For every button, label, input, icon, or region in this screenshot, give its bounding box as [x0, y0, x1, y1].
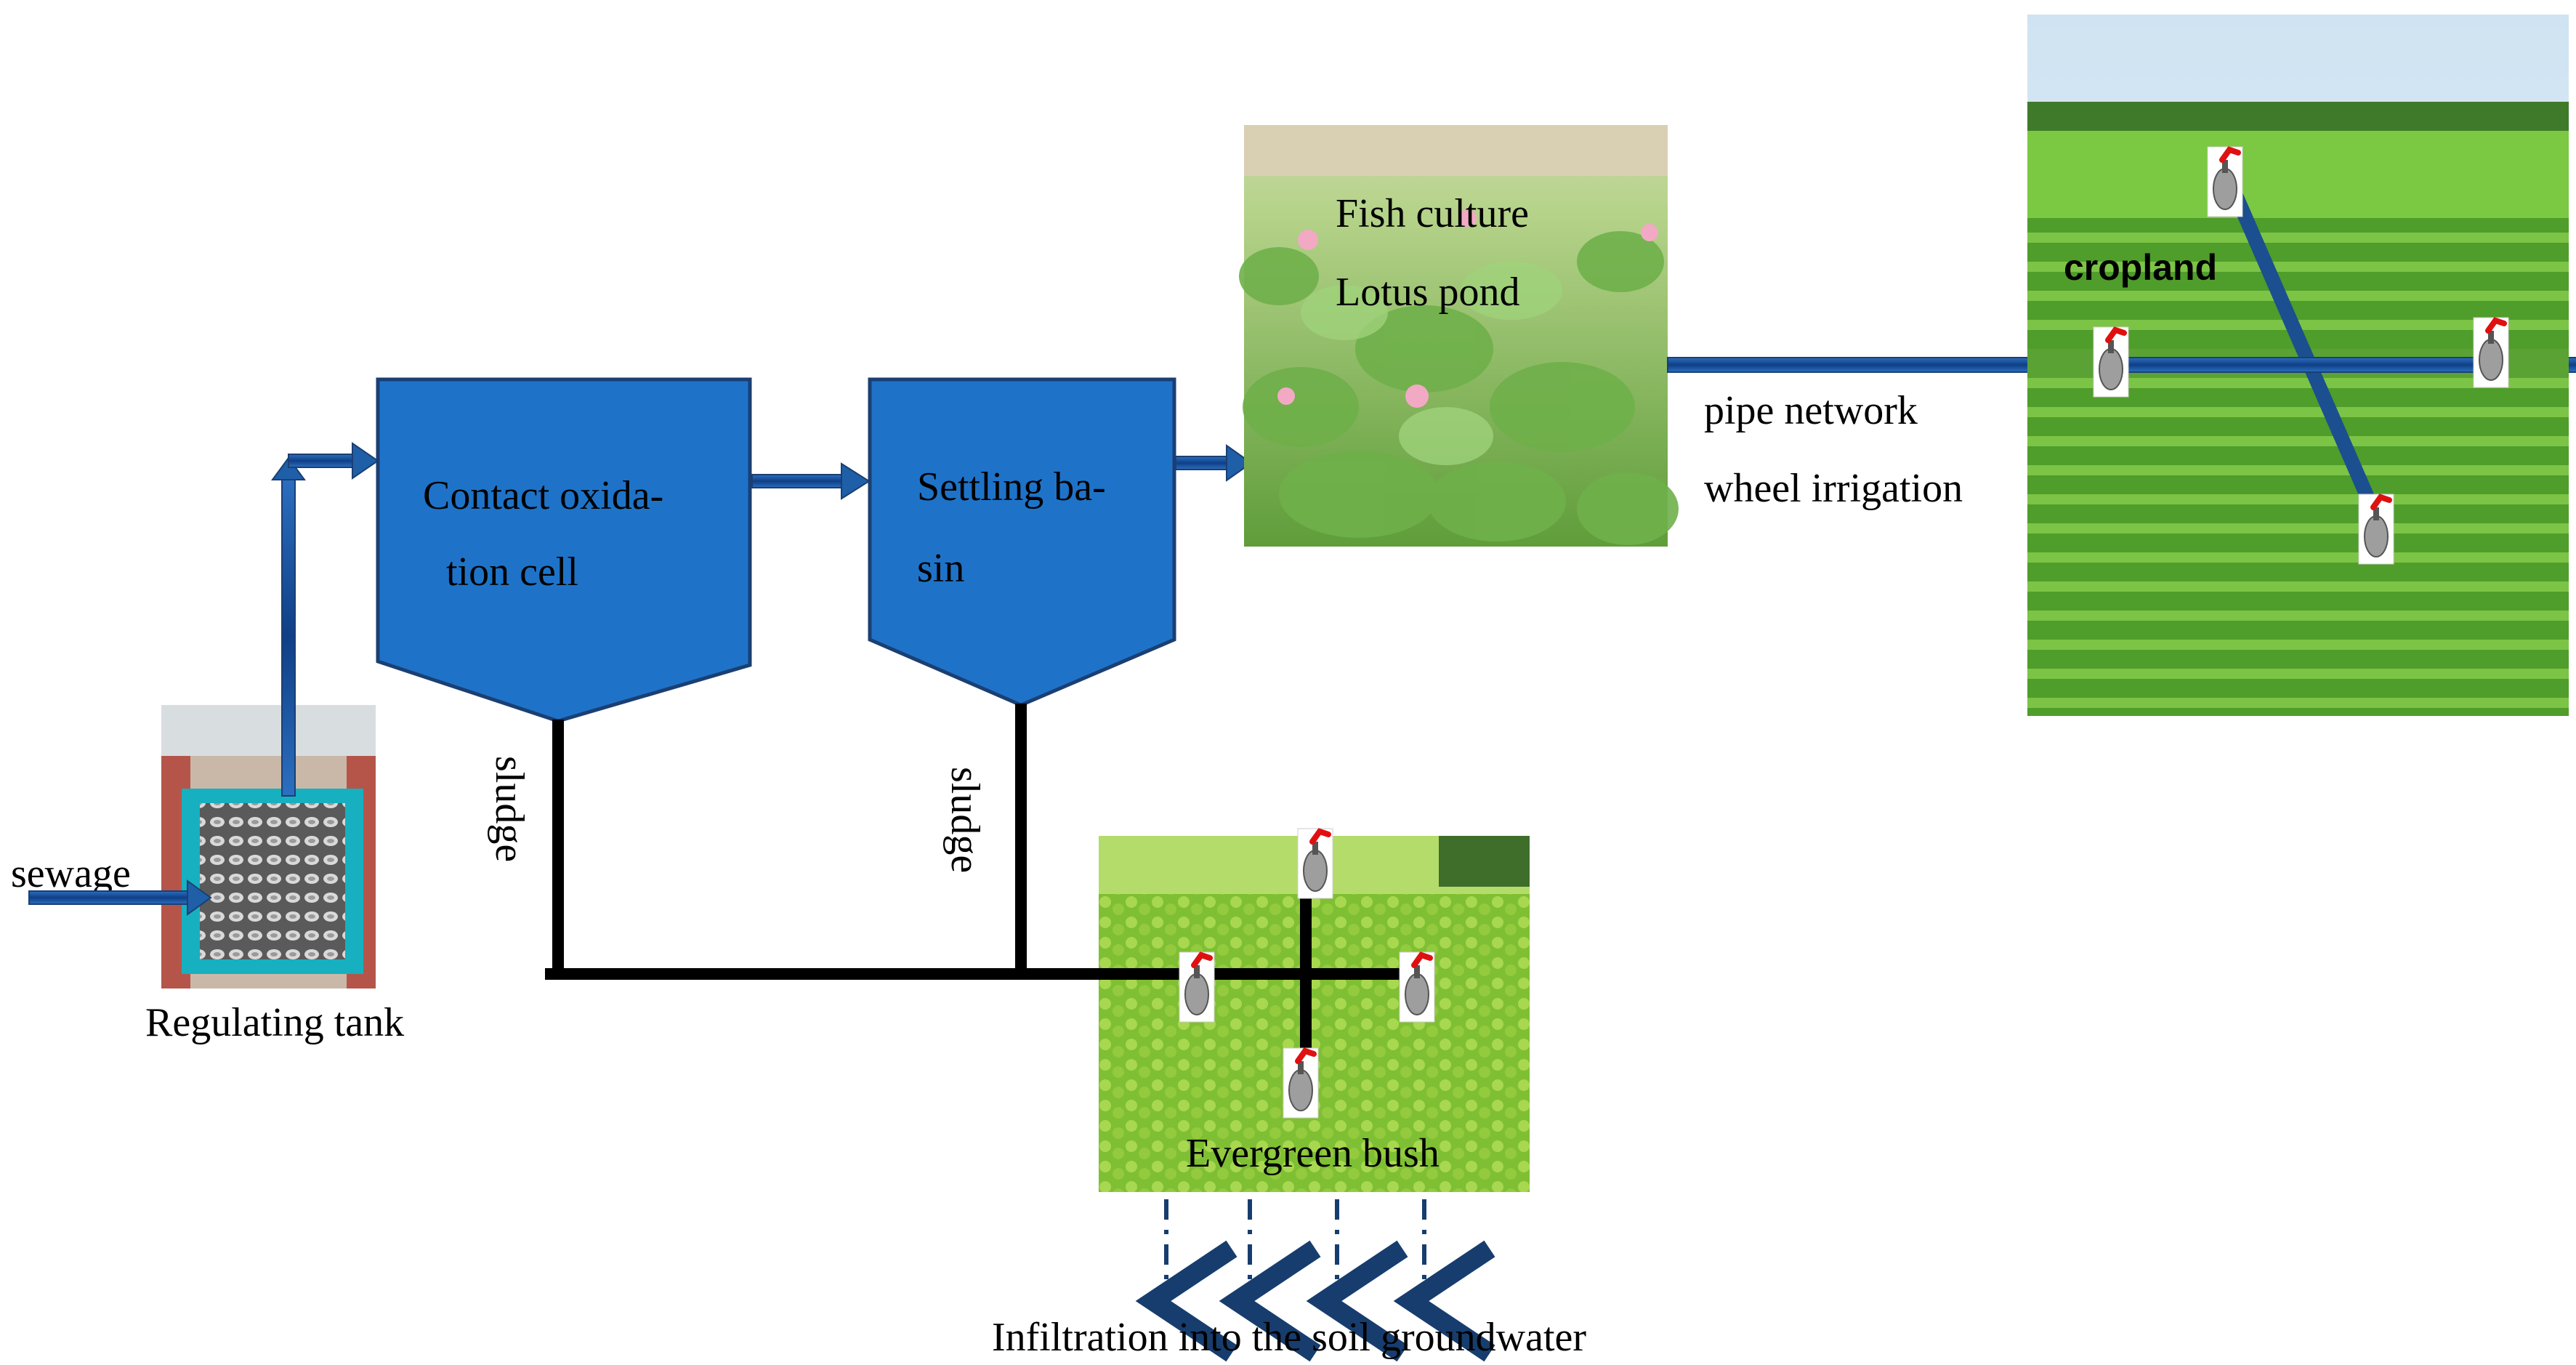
regulating-tank: [161, 705, 376, 988]
sprinkler-icon: [1400, 952, 1434, 1022]
settling-basin-label-2: sin: [917, 546, 964, 591]
regulating-tank-label: Regulating tank: [145, 1000, 404, 1045]
contact-cell-label-1: Contact oxida-: [423, 473, 663, 518]
sprinkler-icon: [2474, 318, 2508, 387]
sludge-label-left: sludge: [487, 756, 532, 862]
mesh-filter-icon: [200, 803, 345, 959]
flow-arrow-to-settling: [751, 462, 871, 500]
evergreen-bush-label: Evergreen bush: [1186, 1131, 1440, 1176]
contact-oxidation-cell: [376, 377, 752, 723]
wheel-irrigation-label: wheel irrigation: [1704, 466, 1963, 511]
settling-basin-label-1: Settling ba-: [917, 464, 1106, 510]
sprinkler-icon: [1298, 829, 1333, 898]
lotus-pond-label: Lotus pond: [1336, 270, 1520, 315]
sewage-label: sewage: [11, 851, 131, 896]
fish-culture-label: Fish culture: [1336, 191, 1529, 236]
contact-cell-label-2: tion cell: [446, 549, 578, 595]
sprinkler-icon: [2208, 147, 2242, 217]
riser-pipe-arrow: [271, 442, 379, 797]
sprinkler-icon: [1283, 1048, 1318, 1118]
cropland-pipes: [2103, 164, 2490, 512]
pipe-network-label: pipe network: [1704, 388, 1918, 433]
infiltration-label: Infiltration into the soil groundwater: [992, 1315, 1586, 1360]
lotus-pond-photo: [1239, 125, 1679, 547]
sludge-lines: [545, 704, 1097, 980]
settling-basin: [868, 377, 1176, 707]
sludge-label-right: sludge: [942, 767, 988, 873]
infiltration-arrows: [1135, 1199, 1495, 1362]
sprinkler-icon: [1179, 952, 1214, 1022]
cropland-label: cropland: [2064, 247, 2217, 288]
sewage-inlet-arrow: [28, 879, 212, 916]
flow-arrow-to-lotus: [1175, 444, 1253, 482]
sprinkler-icon: [2359, 494, 2394, 564]
sprinkler-icon: [2093, 327, 2128, 397]
evergreen-bush-photo: [1099, 836, 1530, 1192]
